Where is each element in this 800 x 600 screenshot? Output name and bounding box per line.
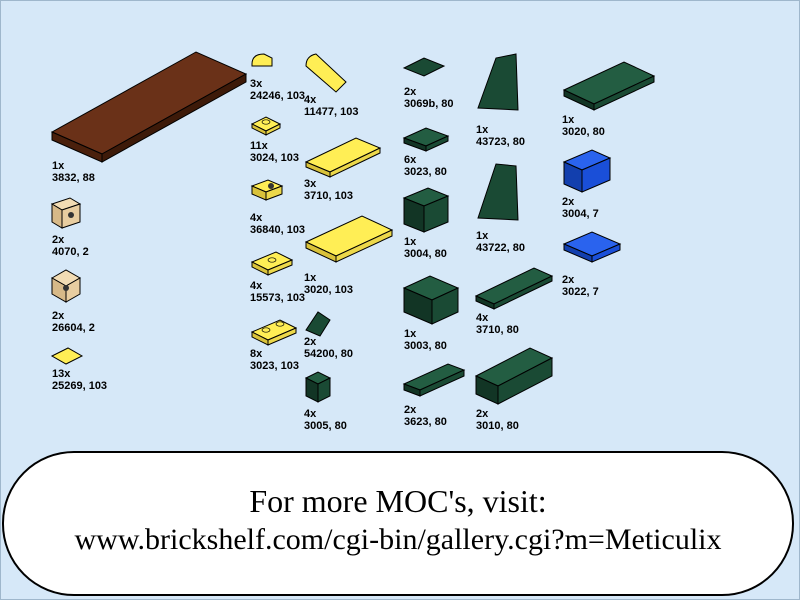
banner-heading: For more MOC's, visit: xyxy=(249,483,547,519)
green-tile-1x2 xyxy=(402,57,446,77)
blue-plate-2x2 xyxy=(562,231,622,263)
yellow-plate-1x4 xyxy=(304,137,382,178)
green-wedge-plate-right xyxy=(477,53,519,111)
blue-brick-1x2 xyxy=(562,149,612,193)
yellow-tile-quarter-round xyxy=(50,347,84,365)
yellow-plate-2x4 xyxy=(304,215,394,263)
green-brick-1x1 xyxy=(304,371,332,403)
green-brick-1x2 xyxy=(402,187,450,233)
green-plate-2x4-large xyxy=(562,61,656,111)
brown-plate-2x12 xyxy=(50,51,248,163)
tan-modified-brick-1x1 xyxy=(50,197,82,229)
yellow-plate-1x2 xyxy=(250,319,298,346)
green-brick-2x2 xyxy=(402,275,460,325)
green-tile-slope xyxy=(305,311,331,337)
banner-url: www.brickshelf.com/cgi-bin/gallery.cgi?m… xyxy=(74,523,722,556)
yellow-slope-curved xyxy=(251,53,273,67)
yellow-slope-curved-2x1 xyxy=(305,53,347,93)
green-plate-1x2 xyxy=(402,127,450,152)
moc-banner: For more MOC's, visit: www.brickshelf.co… xyxy=(2,451,794,596)
tan-modified-brick-1x1-studs xyxy=(50,269,82,303)
green-plate-1x3 xyxy=(402,363,466,397)
green-plate-2x4 xyxy=(474,347,554,405)
green-wedge-plate-left xyxy=(477,163,519,221)
parts-list-illustration xyxy=(50,51,656,405)
green-plate-1x4 xyxy=(474,267,554,310)
yellow-jumper-plate xyxy=(250,251,294,276)
yellow-bracket-plate xyxy=(250,179,284,201)
yellow-plate-1x1 xyxy=(250,116,282,136)
